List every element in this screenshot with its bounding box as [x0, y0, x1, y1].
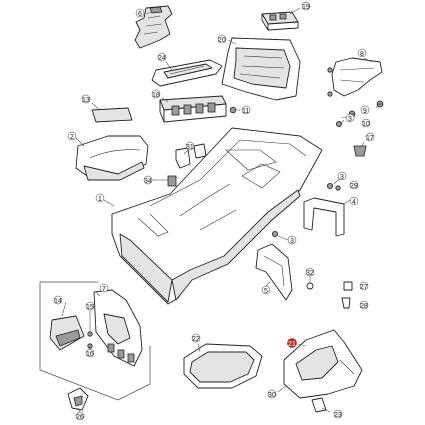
svg-text:31: 31	[186, 144, 194, 151]
callout-20[interactable]: 20	[217, 34, 227, 44]
callout-4[interactable]: 4	[349, 196, 359, 206]
svg-text:21: 21	[288, 341, 296, 348]
svg-text:3: 3	[340, 174, 344, 181]
callout-8[interactable]: 8	[357, 48, 367, 58]
part-clip-17[interactable]	[353, 145, 367, 157]
callout-34[interactable]: 34	[143, 175, 153, 185]
part-cup-module-14[interactable]	[49, 315, 85, 351]
svg-text:16: 16	[86, 351, 94, 358]
part-screw-3-upper[interactable]	[335, 121, 342, 128]
callout-14[interactable]: 14	[53, 295, 63, 305]
part-plug-26[interactable]	[67, 387, 89, 411]
inset-frame	[39, 281, 151, 401]
part-armrest-lid-2[interactable]	[75, 135, 149, 181]
part-switch-panel-19[interactable]	[261, 11, 299, 31]
svg-text:22: 22	[192, 336, 200, 343]
svg-text:29: 29	[350, 183, 358, 190]
part-screw-11[interactable]	[229, 106, 237, 114]
callout-2[interactable]: 2	[67, 131, 77, 141]
callout-19[interactable]: 19	[301, 1, 311, 11]
callout-10[interactable]: 10	[361, 118, 371, 128]
part-nut-29[interactable]	[335, 185, 341, 191]
svg-text:1: 1	[98, 196, 102, 203]
callout-27[interactable]: 27	[359, 281, 369, 291]
part-bracket-31[interactable]	[175, 143, 207, 169]
svg-text:3: 3	[348, 116, 352, 123]
part-bracket-6[interactable]	[134, 5, 173, 49]
svg-text:18: 18	[152, 92, 160, 99]
svg-text:15: 15	[86, 304, 94, 311]
part-mat-13[interactable]	[91, 107, 133, 123]
callout-16[interactable]: 16	[85, 348, 95, 358]
callout-17[interactable]: 17	[365, 132, 375, 142]
svg-text:4: 4	[352, 199, 356, 206]
callout-31[interactable]: 31	[185, 141, 195, 151]
part-bracket-5[interactable]	[255, 243, 293, 301]
svg-text:7: 7	[102, 286, 106, 293]
part-clip-34[interactable]	[167, 175, 177, 187]
svg-text:30: 30	[268, 392, 276, 399]
svg-text:17: 17	[366, 135, 374, 142]
callout-5[interactable]: 5	[261, 285, 271, 295]
part-bezel-7[interactable]	[93, 289, 143, 367]
part-upper-trim-20[interactable]	[221, 37, 301, 101]
svg-text:24: 24	[158, 55, 166, 62]
callout-30[interactable]: 30	[267, 389, 277, 399]
callout-29[interactable]: 29	[349, 180, 359, 190]
svg-text:28: 28	[360, 303, 368, 310]
callout-13[interactable]: 13	[81, 94, 91, 104]
part-main-console-1[interactable]	[111, 127, 323, 305]
part-switch-block-18[interactable]	[159, 95, 227, 123]
part-small-tray-24[interactable]	[151, 59, 223, 87]
callout-9[interactable]: 9	[360, 105, 370, 115]
part-latch-23[interactable]	[311, 397, 327, 413]
svg-text:9: 9	[363, 108, 367, 115]
callout-11[interactable]: 11	[241, 105, 251, 115]
svg-text:8: 8	[360, 51, 364, 58]
callout-24[interactable]: 24	[157, 52, 167, 62]
svg-text:32: 32	[306, 270, 314, 277]
part-screw-3-mid[interactable]	[326, 182, 333, 189]
part-bracket-4[interactable]	[303, 197, 345, 237]
callout-23[interactable]: 23	[333, 409, 343, 419]
svg-text:3: 3	[290, 238, 294, 245]
callout-21-highlighted[interactable]: 21	[287, 338, 297, 349]
part-cupholder-trim-21[interactable]	[283, 329, 363, 399]
svg-text:14: 14	[54, 298, 62, 305]
part-grommet-32[interactable]	[306, 282, 314, 290]
svg-text:34: 34	[144, 178, 152, 185]
part-clip-15[interactable]	[87, 331, 93, 337]
callout-7[interactable]: 7	[99, 283, 109, 293]
callout-6[interactable]: 6	[135, 8, 145, 18]
callouts: 19 6 20 24 8 9 10 13 18 11 3 17 2 31 34 …	[53, 1, 375, 421]
callout-1[interactable]: 1	[95, 193, 105, 203]
callout-3a[interactable]: 3	[345, 113, 355, 123]
svg-text:26: 26	[76, 414, 84, 421]
svg-text:5: 5	[264, 288, 268, 295]
callout-22[interactable]: 22	[191, 333, 201, 343]
callout-3b[interactable]: 3	[337, 171, 347, 181]
part-clip-28[interactable]	[341, 297, 351, 309]
svg-text:2: 2	[70, 134, 74, 141]
part-side-bracket-8[interactable]	[327, 57, 383, 97]
callout-15[interactable]: 15	[85, 301, 95, 311]
part-clip-27[interactable]	[343, 281, 353, 291]
svg-text:20: 20	[218, 37, 226, 44]
callout-32[interactable]: 32	[305, 267, 315, 277]
svg-text:10: 10	[362, 121, 370, 128]
svg-text:11: 11	[242, 108, 249, 115]
callout-3c[interactable]: 3	[287, 235, 297, 245]
part-tray-22[interactable]	[183, 343, 263, 389]
callout-26[interactable]: 26	[75, 411, 85, 421]
svg-text:27: 27	[360, 284, 368, 291]
svg-text:13: 13	[82, 97, 90, 104]
svg-text:6: 6	[138, 11, 142, 18]
part-screw-3-lower[interactable]	[271, 230, 278, 237]
svg-text:19: 19	[302, 4, 310, 11]
callout-28[interactable]: 28	[359, 300, 369, 310]
callout-18[interactable]: 18	[151, 89, 161, 99]
svg-text:23: 23	[334, 412, 342, 419]
leader-lines	[61, 7, 381, 413]
